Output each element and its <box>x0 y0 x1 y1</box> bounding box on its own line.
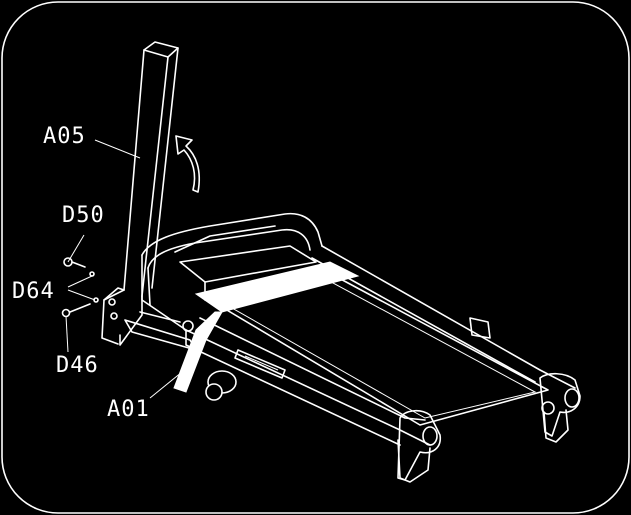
rotate-arrow-icon <box>175 135 201 193</box>
upright-post <box>101 41 179 346</box>
bolt-d50 <box>63 257 86 268</box>
label-a01: A01 <box>107 397 150 422</box>
screw-d46 <box>61 303 91 318</box>
treadmill-base <box>124 212 581 483</box>
label-d46: D46 <box>56 353 99 378</box>
label-d64: D64 <box>12 279 55 304</box>
leader-lines <box>65 139 183 399</box>
label-a05: A05 <box>43 124 86 149</box>
label-d50: D50 <box>62 203 105 228</box>
